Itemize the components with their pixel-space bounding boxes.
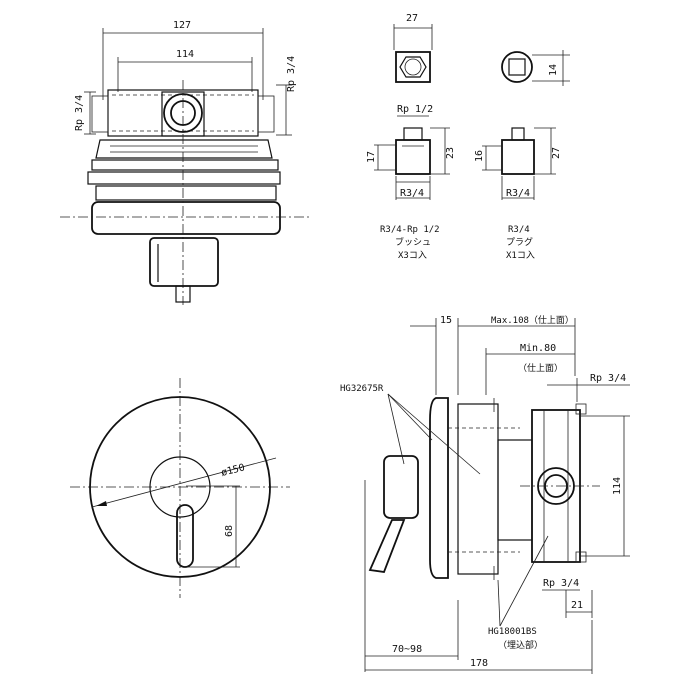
dim-overall-width: 127 xyxy=(173,20,191,31)
front-dim-lever: 68 xyxy=(224,525,235,537)
front-view: ø150 68 xyxy=(70,378,290,598)
part-label-bottom: HG18001BS xyxy=(488,627,537,637)
plug-caption-3: X1コ入 xyxy=(506,250,535,261)
side-dim-rp-top: Rp 3/4 xyxy=(590,373,626,384)
dim-inner-width: 114 xyxy=(176,49,194,60)
plug-caption-1: R3/4 xyxy=(508,225,530,235)
side-view: 15 Max.108（仕上面） Min.80 （仕上面） Rp 3/4 xyxy=(340,314,630,674)
dim-left-port: Rp 3/4 xyxy=(74,95,85,131)
plug-height-left: 16 xyxy=(474,150,485,162)
side-dim-15: 15 xyxy=(440,315,452,326)
plug-drawing: 14 16 27 R3/4 R3/4 プラグ X1コ入 xyxy=(474,50,570,261)
bushing-caption-1: R3/4-Rp 1/2 xyxy=(380,225,440,235)
plug-dim-square: 14 xyxy=(548,64,559,76)
front-dim-diameter: ø150 xyxy=(220,462,246,479)
part-label-top: HG32675R xyxy=(340,384,384,394)
side-dim-70-98: 70~98 xyxy=(392,644,422,655)
bushing-caption-2: ブッシュ xyxy=(395,236,431,248)
bushing-dim-width: 27 xyxy=(406,13,418,24)
side-dim-rp-bottom: Rp 3/4 xyxy=(543,578,579,589)
dim-right-port: Rp 3/4 xyxy=(286,56,297,92)
bushing-top-thread: Rp 1/2 xyxy=(397,104,433,115)
bushing-height-left: 17 xyxy=(366,151,377,163)
side-dim-21: 21 xyxy=(571,600,583,611)
side-dim-114: 114 xyxy=(612,477,623,495)
plug-height-right: 27 xyxy=(551,147,562,159)
side-dim-max: Max.108（仕上面） xyxy=(491,314,574,326)
side-dim-min-note: （仕上面） xyxy=(518,362,563,374)
part-label-bottom-note: （埋込部） xyxy=(498,639,543,651)
bushing-caption-3: X3コ入 xyxy=(398,250,427,261)
side-dim-178: 178 xyxy=(470,658,488,669)
top-view: 127 114 Rp 3/4 Rp 3/4 xyxy=(60,20,310,305)
side-dim-min: Min.80 xyxy=(520,343,556,354)
bushing-drawing: 27 Rp 1/2 17 23 R3/4 R3/4-Rp 1/2 ブッシュ X3… xyxy=(366,13,456,261)
plug-bottom-thread: R3/4 xyxy=(506,188,530,199)
plug-caption-2: プラグ xyxy=(506,236,533,248)
bushing-height-right: 23 xyxy=(445,147,456,159)
bushing-bottom-thread: R3/4 xyxy=(400,188,424,199)
